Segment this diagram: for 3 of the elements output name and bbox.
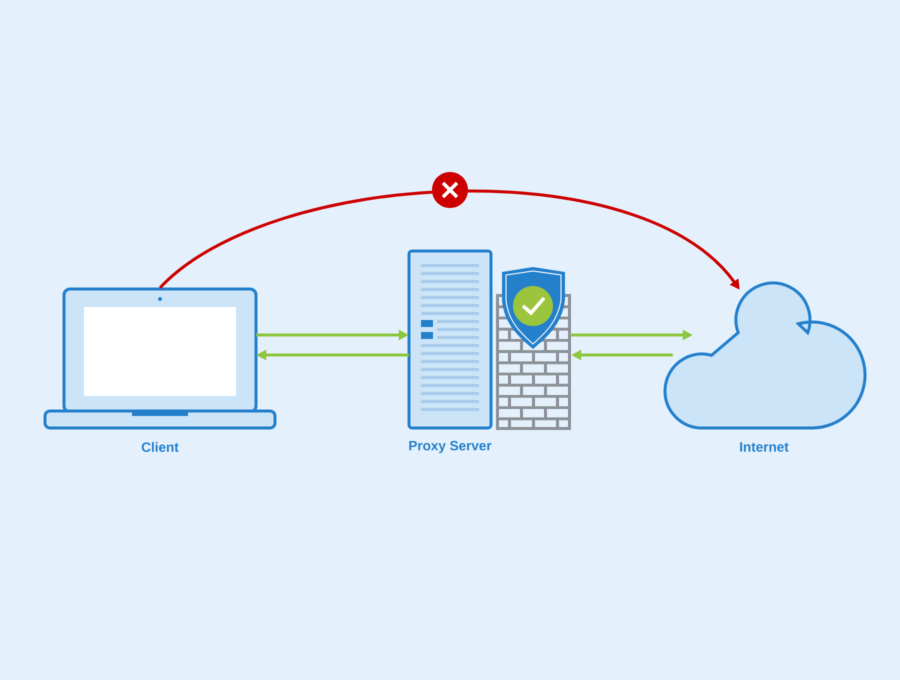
node-label: Client [142,442,179,452]
node-label: Proxy Server [409,440,492,454]
node-label: Internet [740,442,789,452]
